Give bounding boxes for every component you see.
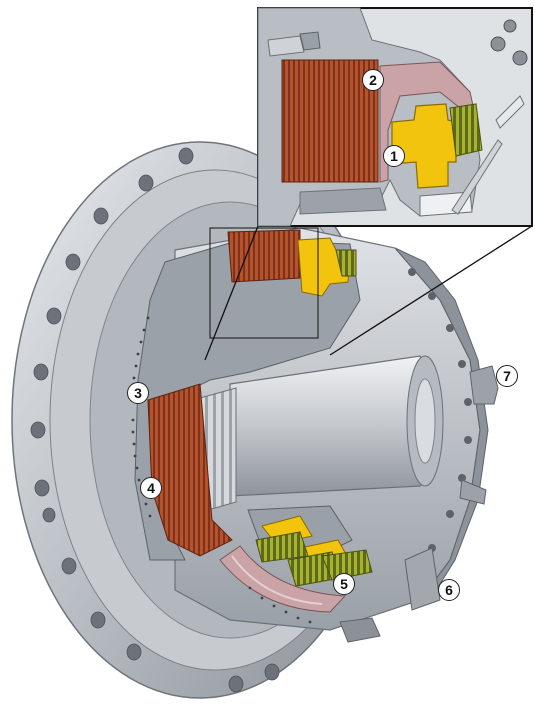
central-shaft [229,355,444,497]
callout-6: 6 [438,579,460,601]
lower-piston-springs [247,505,373,587]
inset-leader-lines [204,225,533,361]
callout-4: 4 [140,477,162,499]
cut-edge-holes [131,316,312,624]
callout-1: 1 [383,145,405,167]
detail-inset [257,7,533,227]
upper-friction-pack [227,229,301,283]
callout-5: 5 [333,573,355,595]
callout-7: 7 [496,365,518,387]
lower-fitting [339,547,441,643]
upper-piston [297,237,357,297]
callout-3: 3 [127,382,149,404]
callout-2: 2 [362,69,384,91]
